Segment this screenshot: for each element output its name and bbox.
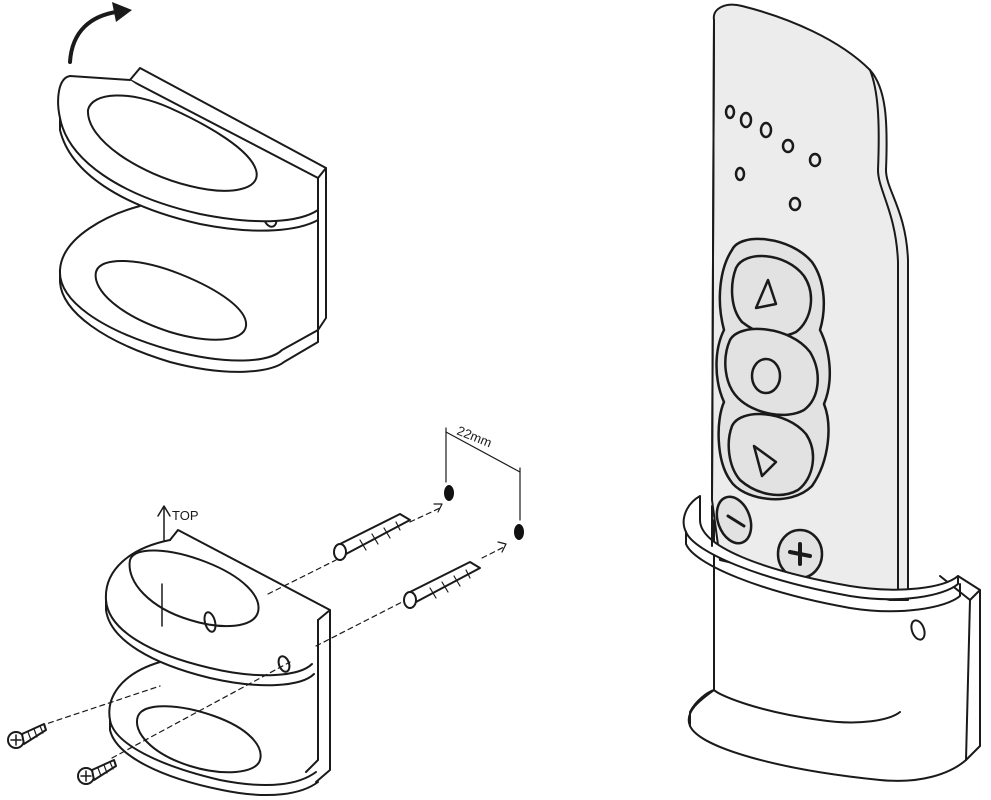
triangle-down-icon — [752, 444, 778, 478]
plus-icon — [788, 542, 812, 566]
stop-button[interactable] — [724, 327, 819, 417]
curved-arrow-icon — [68, 10, 118, 64]
spacing-label: 22mm — [455, 423, 494, 450]
screw-lower — [77, 759, 117, 785]
bracket-top-view — [57, 2, 327, 373]
wall-plug-upper — [333, 513, 411, 561]
up-button[interactable] — [730, 254, 813, 338]
minus-button[interactable] — [711, 492, 757, 548]
triangle-up-icon — [754, 278, 778, 310]
wall-plug-lower — [403, 561, 481, 609]
led-indicators — [724, 104, 822, 212]
minus-icon — [726, 514, 746, 528]
down-button[interactable] — [727, 412, 815, 497]
curved-arrow-head — [112, 2, 132, 22]
drill-hole-upper — [444, 485, 454, 501]
drill-hole-lower — [514, 524, 524, 540]
screw-upper — [7, 723, 47, 749]
top-label: TOP — [172, 508, 199, 523]
bracket-mounting-view: TOP — [7, 423, 524, 797]
circle-icon — [750, 357, 782, 395]
remote-in-holder — [682, 3, 981, 782]
